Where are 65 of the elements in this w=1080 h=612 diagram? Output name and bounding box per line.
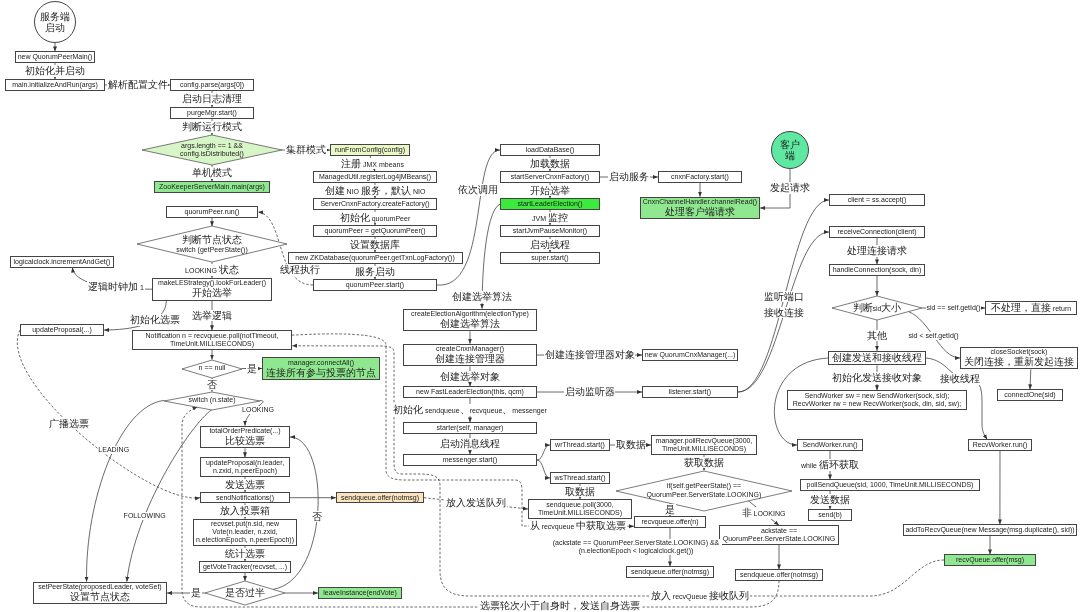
edge-label: 设置数据库 xyxy=(349,238,401,251)
edge-label: 依次调用 xyxy=(457,184,499,196)
process-box xyxy=(787,390,967,410)
client-circle: 客户端 xyxy=(771,131,809,169)
edge-label: 启动监听器 xyxy=(563,386,616,398)
process-box xyxy=(262,357,380,380)
edge-label: 初始化发送接收对象 xyxy=(831,372,923,384)
edge-label: 单机模式 xyxy=(191,167,233,179)
edge-label: 发送数据 xyxy=(809,494,851,506)
start-circle: 服务端启动 xyxy=(34,1,76,43)
edge-label: 是 xyxy=(246,362,258,375)
step-note: 处理客户端请求 xyxy=(665,206,735,218)
edge-label: 否 xyxy=(311,510,323,523)
edge-label: 启动线程 xyxy=(529,238,571,251)
edge-label: 否 xyxy=(206,378,218,391)
edge-label: 服务启动 xyxy=(354,265,396,278)
edge-label: 集群模式 xyxy=(285,144,327,156)
edge-label: 是 xyxy=(190,587,202,599)
edge-label: 发送选票 xyxy=(224,478,266,491)
edge-label: 创建选举算法 xyxy=(451,291,513,303)
edge-label: 启动消息线程 xyxy=(439,438,501,450)
edge-label: 创建选举对象 xyxy=(439,370,501,383)
process-box: 创建发送和接收线程 xyxy=(828,350,926,366)
step-note: 创建选举算法 xyxy=(440,318,500,330)
step-note: 连接所有参与投票的节点 xyxy=(266,366,376,379)
edge-label: 放入发送队列 xyxy=(445,497,507,509)
edge-label: 线程执行 xyxy=(279,264,321,276)
edge-label: 放入投票箱 xyxy=(219,505,271,517)
edge-label: 发起请求 xyxy=(769,182,811,194)
edge-label: 是 xyxy=(664,503,676,516)
decision-diamond: 是否过半 xyxy=(205,581,285,605)
edge-label: 启动日志清理 xyxy=(181,93,243,105)
edge-label: 判断运行模式 xyxy=(181,121,243,133)
edge-label: 接收连接 xyxy=(763,306,805,319)
step-note: 创建连接管理器 xyxy=(435,353,505,365)
edge-label: 初始化选票 xyxy=(129,314,181,326)
edge-label: 接收线程 xyxy=(939,373,981,385)
edge-label: 初始化并启动 xyxy=(24,65,86,77)
step-title: 判断节点状态 xyxy=(182,234,242,246)
edge-label: 选票轮次小于自身时，发送自身选票 xyxy=(479,600,641,612)
edge-label: 选举逻辑 xyxy=(191,309,233,322)
edge-label: 处理连接请求 xyxy=(846,245,908,257)
step-note: 比较选票 xyxy=(225,435,265,447)
process-box xyxy=(403,308,537,332)
edge-label: 创建连接管理器对象 xyxy=(543,349,636,361)
step-note: 关闭连接，重新发起连接 xyxy=(964,356,1074,368)
process-box xyxy=(640,196,760,220)
edge-label: 其他 xyxy=(866,329,888,342)
edge-label: 监听端口 xyxy=(763,290,806,303)
process-box xyxy=(403,343,537,367)
decision-diamond xyxy=(137,226,287,263)
edge-label: 获取数据 xyxy=(683,456,725,469)
step-note: 开始选举 xyxy=(192,287,232,299)
edge-label: 开始选举 xyxy=(529,184,571,197)
step-note: 设置节点状态 xyxy=(70,591,130,603)
process-box xyxy=(33,581,167,605)
process-box xyxy=(200,425,290,449)
process-box xyxy=(960,346,1078,370)
process-box xyxy=(152,277,272,301)
edge-label: 取数据 xyxy=(614,439,647,451)
edge-label: 广播选票 xyxy=(48,417,90,430)
edge-label: 统计选票 xyxy=(224,547,266,560)
edge-label: 启动服务 xyxy=(608,171,650,183)
edge-label: 加载数据 xyxy=(529,157,571,170)
edge-label: 取数据 xyxy=(564,485,596,498)
